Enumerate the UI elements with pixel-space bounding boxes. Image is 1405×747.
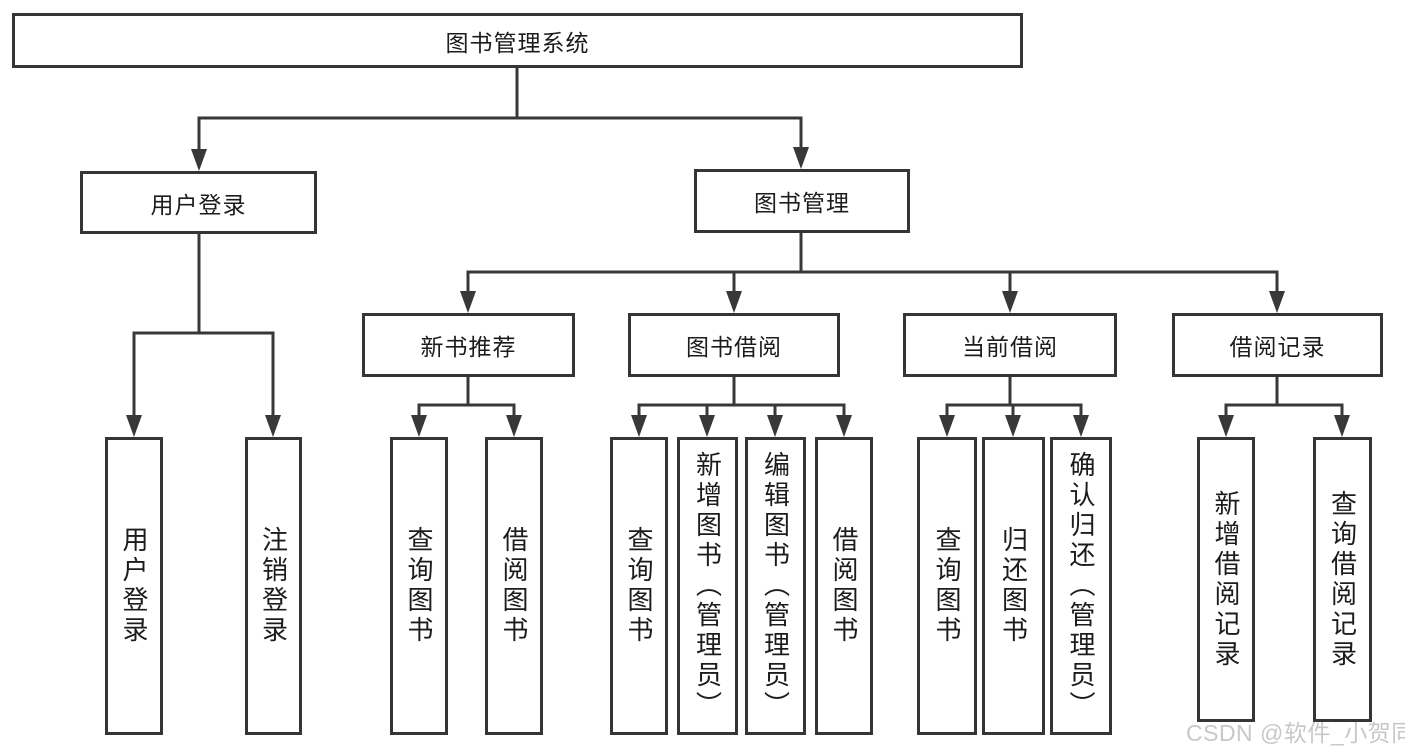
leaf-edit-book-admin: 编辑图书（管理员） <box>745 437 806 735</box>
leaf-query-borrow-record-label: 查询借阅记录 <box>1327 489 1358 670</box>
leaf-borrow-books-borrowing: 借阅图书 <box>815 437 873 735</box>
leaf-edit-book-admin-label: 编辑图书（管理员） <box>760 451 791 721</box>
leaf-query-books-current: 查询图书 <box>917 437 977 735</box>
leaf-query-books-borrowing-label: 查询图书 <box>624 526 654 646</box>
node-book-borrowing-label: 图书借阅 <box>686 334 782 360</box>
node-book-management: 图书管理 <box>694 169 910 233</box>
watermark: CSDN @软件_小贺同学 <box>1186 720 1405 746</box>
node-root-label: 图书管理系统 <box>445 29 590 56</box>
node-root: 图书管理系统 <box>12 13 1023 68</box>
leaf-add-book-admin-label: 新增图书（管理员） <box>692 451 723 721</box>
node-borrowing-records: 借阅记录 <box>1172 313 1383 377</box>
node-borrowing-records-label: 借阅记录 <box>1229 334 1326 360</box>
leaf-add-book-admin: 新增图书（管理员） <box>677 437 738 735</box>
leaf-query-books-recommend: 查询图书 <box>390 437 448 735</box>
node-user-login: 用户登录 <box>80 171 317 234</box>
leaf-user-login: 用户登录 <box>105 437 163 735</box>
leaf-logout: 注销登录 <box>245 437 302 735</box>
leaf-return-book-label: 归还图书 <box>998 526 1029 646</box>
leaf-user-login-label: 用户登录 <box>119 526 149 646</box>
leaf-query-borrow-record: 查询借阅记录 <box>1313 437 1372 722</box>
leaf-confirm-return-admin: 确认归还（管理员） <box>1050 437 1112 735</box>
leaf-borrow-books-borrowing-label: 借阅图书 <box>829 526 859 646</box>
leaf-borrow-books-recommend-label: 借阅图书 <box>499 526 529 646</box>
leaf-query-books-current-label: 查询图书 <box>932 526 962 646</box>
leaf-return-book: 归还图书 <box>982 437 1045 735</box>
leaf-confirm-return-admin-label: 确认归还（管理员） <box>1066 451 1096 721</box>
leaf-query-books-borrowing: 查询图书 <box>610 437 668 735</box>
node-new-book-recommend: 新书推荐 <box>362 313 575 377</box>
leaf-add-borrow-record-label: 新增借阅记录 <box>1211 489 1241 670</box>
node-user-login-label: 用户登录 <box>150 191 247 218</box>
leaf-add-borrow-record: 新增借阅记录 <box>1197 437 1255 722</box>
node-new-book-recommend-label: 新书推荐 <box>420 334 517 360</box>
node-current-borrowing-label: 当前借阅 <box>962 334 1058 360</box>
leaf-query-books-recommend-label: 查询图书 <box>404 526 434 646</box>
node-current-borrowing: 当前借阅 <box>903 313 1117 377</box>
leaf-borrow-books-recommend: 借阅图书 <box>485 437 543 735</box>
node-book-borrowing: 图书借阅 <box>628 313 840 377</box>
node-book-management-label: 图书管理 <box>754 190 850 216</box>
leaf-logout-label: 注销登录 <box>258 526 289 646</box>
